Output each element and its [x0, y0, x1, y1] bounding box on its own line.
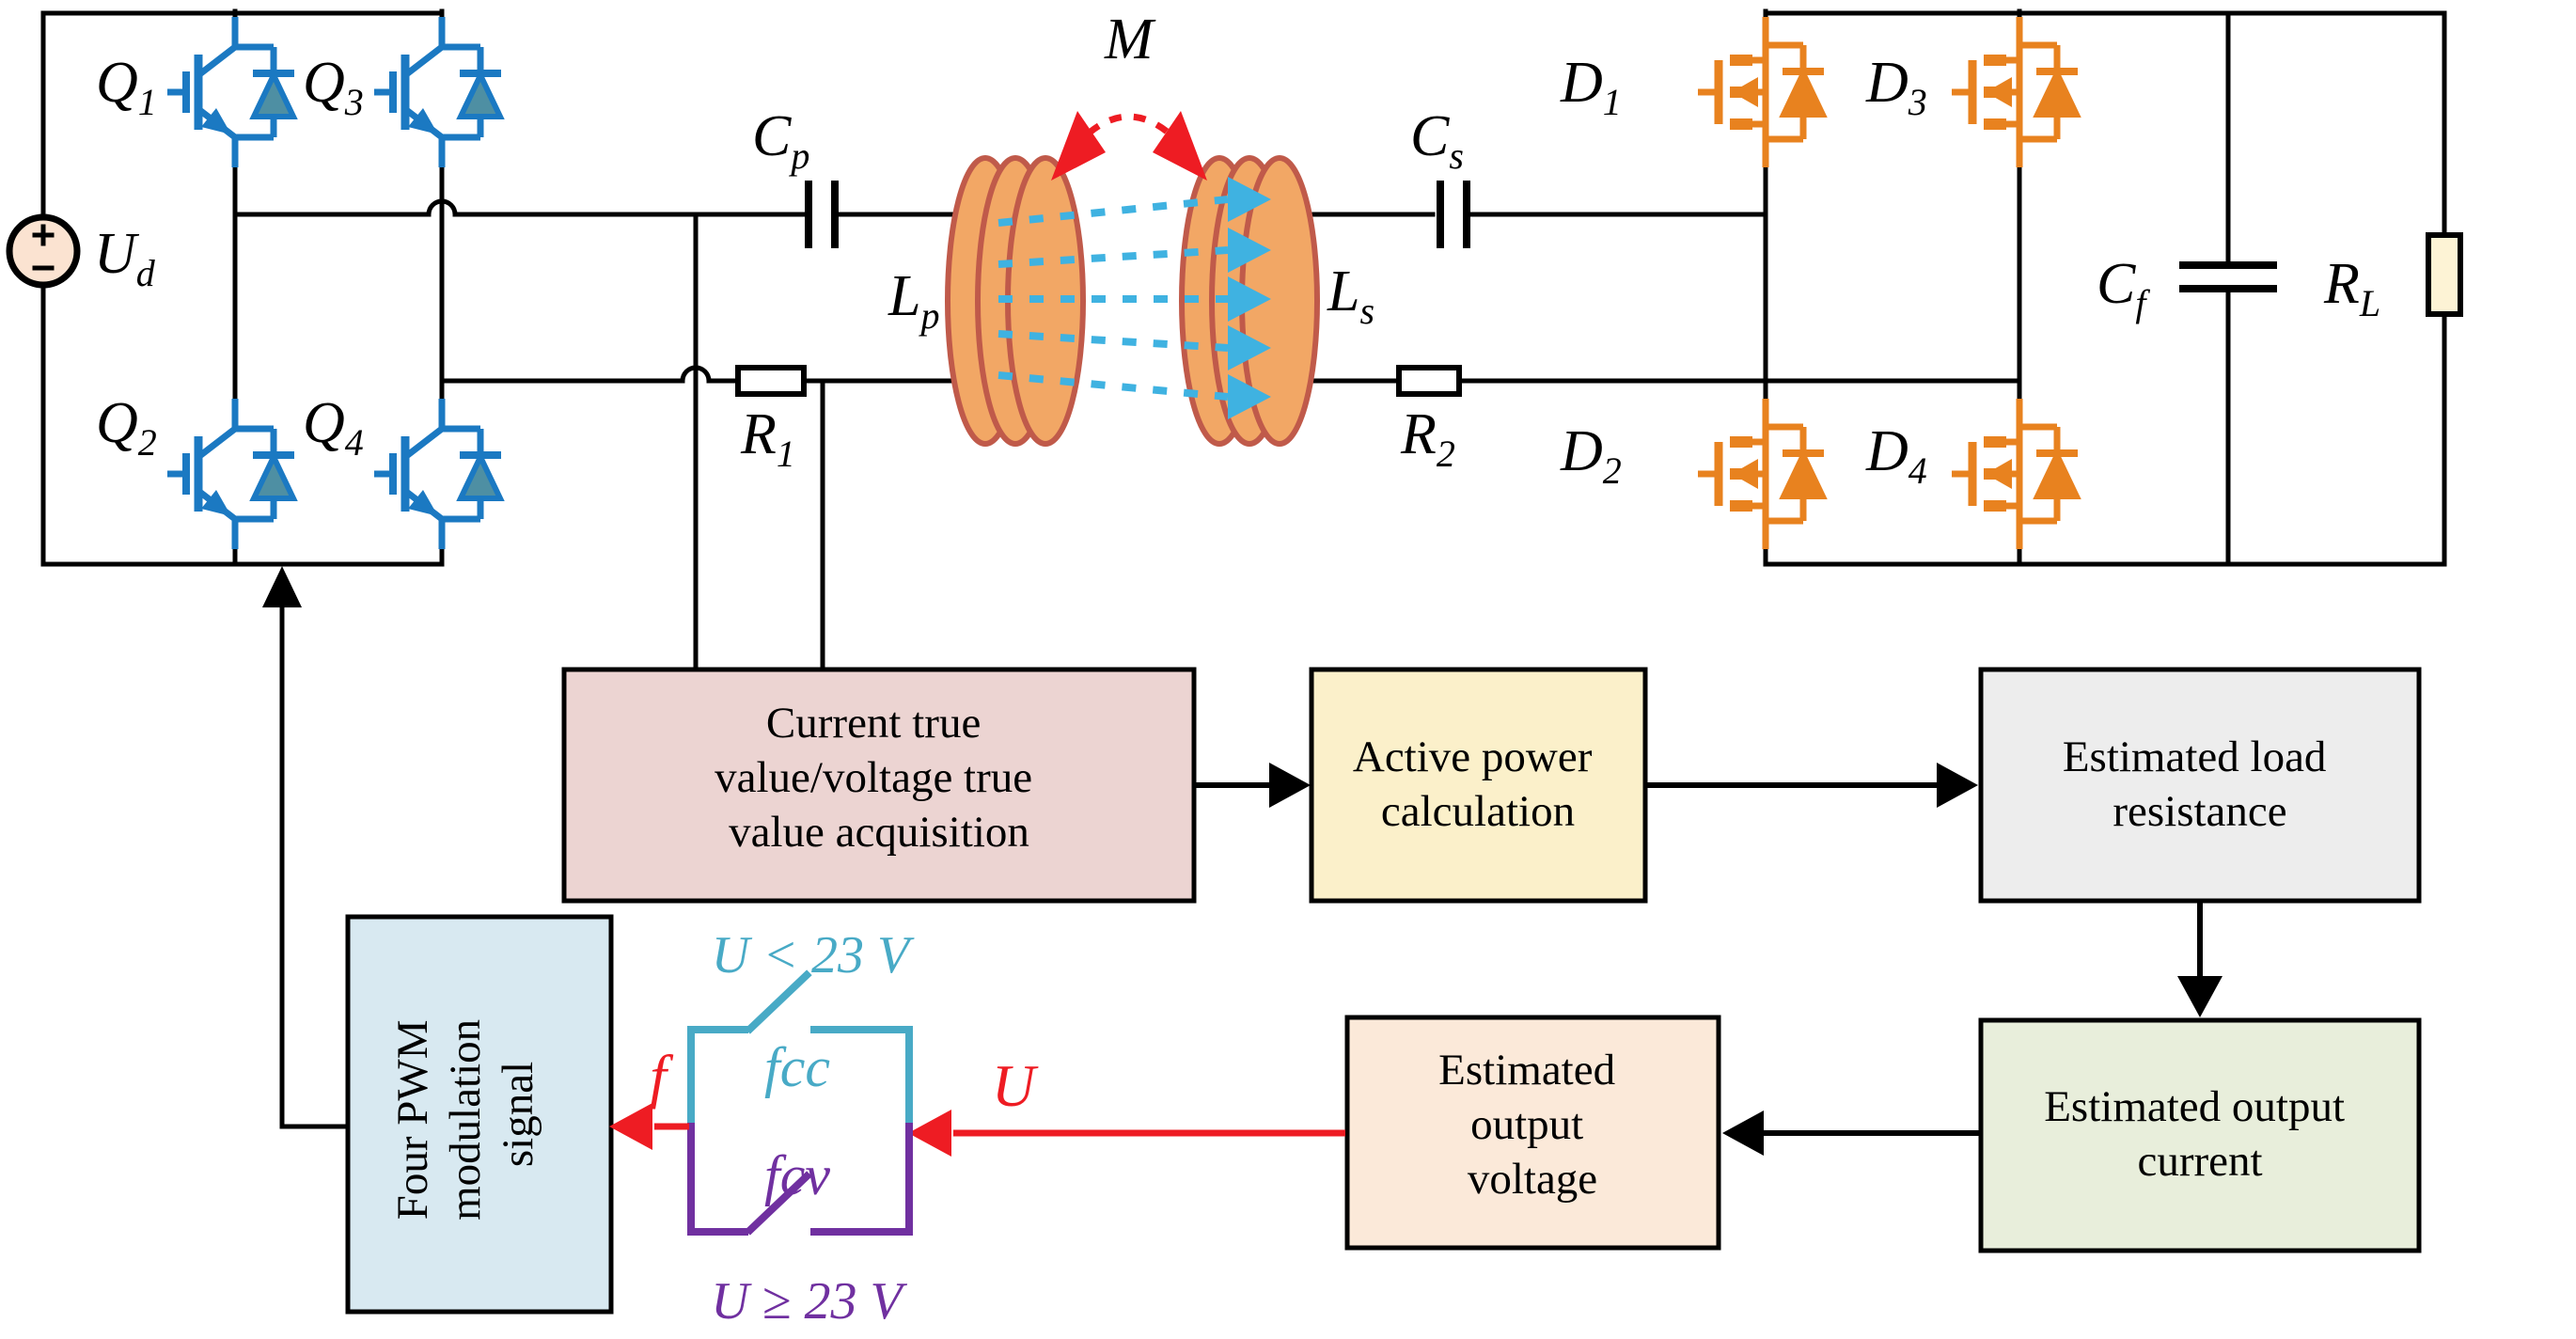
- flux-arrow-4: [1228, 325, 1271, 370]
- fcc-switch-blade: [745, 969, 812, 1034]
- block-output-current-box: [1978, 1017, 2422, 1253]
- arrow-acq-to-power-head: [1269, 763, 1311, 808]
- wire-dc-top-rail: [40, 10, 445, 220]
- flux-arrow-3: [1228, 276, 1271, 322]
- arrow-loadres-to-current-head: [2177, 976, 2223, 1017]
- block-output-voltage-text: Estimated output voltage: [1438, 1046, 1626, 1204]
- igbt-q3: [374, 17, 501, 167]
- block-load-resistance-box: [1978, 667, 2422, 904]
- feedback-line: [279, 601, 349, 1129]
- cp-capacitor: [805, 181, 839, 248]
- u-signal-arrow-head: [908, 1110, 951, 1157]
- wire-rect-bottom-stubs: [1763, 546, 2022, 567]
- d3-label: D3: [1865, 51, 1927, 123]
- igbt-q4: [374, 399, 501, 549]
- u-signal-label: U: [992, 1052, 1039, 1119]
- block-acquisition: Current true value/voltage true value ac…: [561, 667, 1197, 904]
- fcc-label: fcc: [764, 1036, 830, 1098]
- cf-capacitor: [2179, 261, 2277, 292]
- frequency-selector: U fcc fcv U < 23 V U ≥ 23 V f: [609, 926, 1345, 1331]
- fcv-condition-label: U ≥ 23 V: [711, 1272, 907, 1331]
- block-output-current-text: Estimated output current: [2044, 1082, 2356, 1186]
- f-signal-arrow-head: [609, 1103, 652, 1150]
- flux-line-4: [997, 330, 1229, 352]
- block-pwm-text: Four PWM modulation signal: [388, 1008, 542, 1221]
- lp-label: Lp: [887, 264, 939, 337]
- flux-arrow-1: [1228, 177, 1271, 222]
- f-signal-label: f: [650, 1043, 674, 1110]
- source-label: Ud: [94, 222, 156, 294]
- block-active-power-text: Active power calculation: [1353, 733, 1603, 836]
- fcc-condition-label: U < 23 V: [712, 926, 915, 985]
- cs-label: Cs: [1410, 104, 1464, 177]
- wire-leg-top-stubs: [232, 8, 445, 20]
- flux-arrow-5: [1228, 374, 1271, 419]
- flux-line-1: [997, 196, 1229, 227]
- wire-dc-bottom-rail: [40, 282, 445, 567]
- arrow-power-to-loadres-head: [1937, 763, 1978, 808]
- r1-label: R1: [740, 402, 795, 475]
- flux-lines: [997, 177, 1271, 419]
- mutual-inductance: M: [1051, 8, 1207, 181]
- mutual-label: M: [1104, 8, 1156, 71]
- circuit-wiring: [40, 8, 2447, 672]
- mosfet-d2: [1698, 399, 1824, 549]
- rl-label: RL: [2323, 252, 2380, 324]
- r2-label: R2: [1400, 402, 1455, 475]
- block-active-power: Active power calculation: [1309, 667, 1648, 904]
- mosfet-d3: [1952, 17, 2078, 167]
- block-load-resistance: Estimated load resistance: [1978, 667, 2422, 904]
- fcv-label: fcv: [764, 1144, 830, 1206]
- flux-line-2: [997, 246, 1229, 268]
- igbt-q1: [167, 17, 294, 167]
- primary-coil: [945, 155, 1086, 447]
- block-pwm-box: [345, 914, 614, 1315]
- block-acquisition-text: Current true value/voltage true value ac…: [715, 699, 1044, 857]
- block-output-current: Estimated output current: [1978, 1017, 2422, 1253]
- wire-leg-bottom-stubs: [232, 546, 445, 567]
- fcv-branch: [687, 1123, 913, 1236]
- flux-line-5: [997, 371, 1229, 401]
- cs-capacitor: [1437, 181, 1470, 248]
- mosfet-d4: [1952, 399, 2078, 549]
- igbt-q2: [167, 399, 294, 549]
- rl-load-resistor: [2426, 232, 2463, 317]
- mutual-arrow-right: [1153, 111, 1207, 181]
- wire-inverter-legs: [232, 165, 445, 402]
- cp-label: Cp: [752, 104, 809, 177]
- q1-label: Q1: [96, 51, 157, 123]
- cf-label: Cf: [2097, 252, 2150, 324]
- block-load-resistance-text: Estimated load resistance: [2063, 733, 2337, 836]
- fcc-branch: [687, 1026, 913, 1130]
- flow-arrows: [262, 566, 2223, 1156]
- block-output-voltage-box: [1344, 1015, 1721, 1251]
- d4-label: D4: [1865, 419, 1927, 492]
- d1-label: D1: [1560, 51, 1622, 123]
- arrow-current-to-voltage-head: [1722, 1111, 1764, 1156]
- block-pwm: Four PWM modulation signal: [345, 914, 614, 1315]
- d2-label: D2: [1560, 419, 1622, 492]
- mutual-arrow-left: [1051, 111, 1106, 181]
- plus-sign: [32, 224, 55, 246]
- q2-label: Q2: [96, 391, 157, 464]
- feedback-arrow-head: [262, 566, 302, 607]
- q4-label: Q4: [303, 391, 364, 464]
- block-active-power-box: [1309, 667, 1648, 904]
- r1-resistor: [735, 365, 807, 397]
- ls-label: Ls: [1327, 260, 1374, 332]
- block-acquisition-box: [561, 667, 1197, 904]
- flux-arrow-2: [1228, 228, 1271, 273]
- dc-source-symbol: [6, 213, 81, 289]
- wire-node-b: [439, 365, 739, 384]
- q3-label: Q3: [303, 51, 364, 123]
- block-output-voltage: Estimated output voltage: [1344, 1015, 1721, 1251]
- wire-rectifier-legs: [1763, 165, 2022, 402]
- r2-resistor: [1396, 365, 1462, 397]
- mosfet-d1: [1698, 17, 1824, 167]
- fcv-switch-blade: [745, 1171, 812, 1236]
- dc-source: Ud: [6, 213, 156, 294]
- wire-node-a: [232, 198, 806, 217]
